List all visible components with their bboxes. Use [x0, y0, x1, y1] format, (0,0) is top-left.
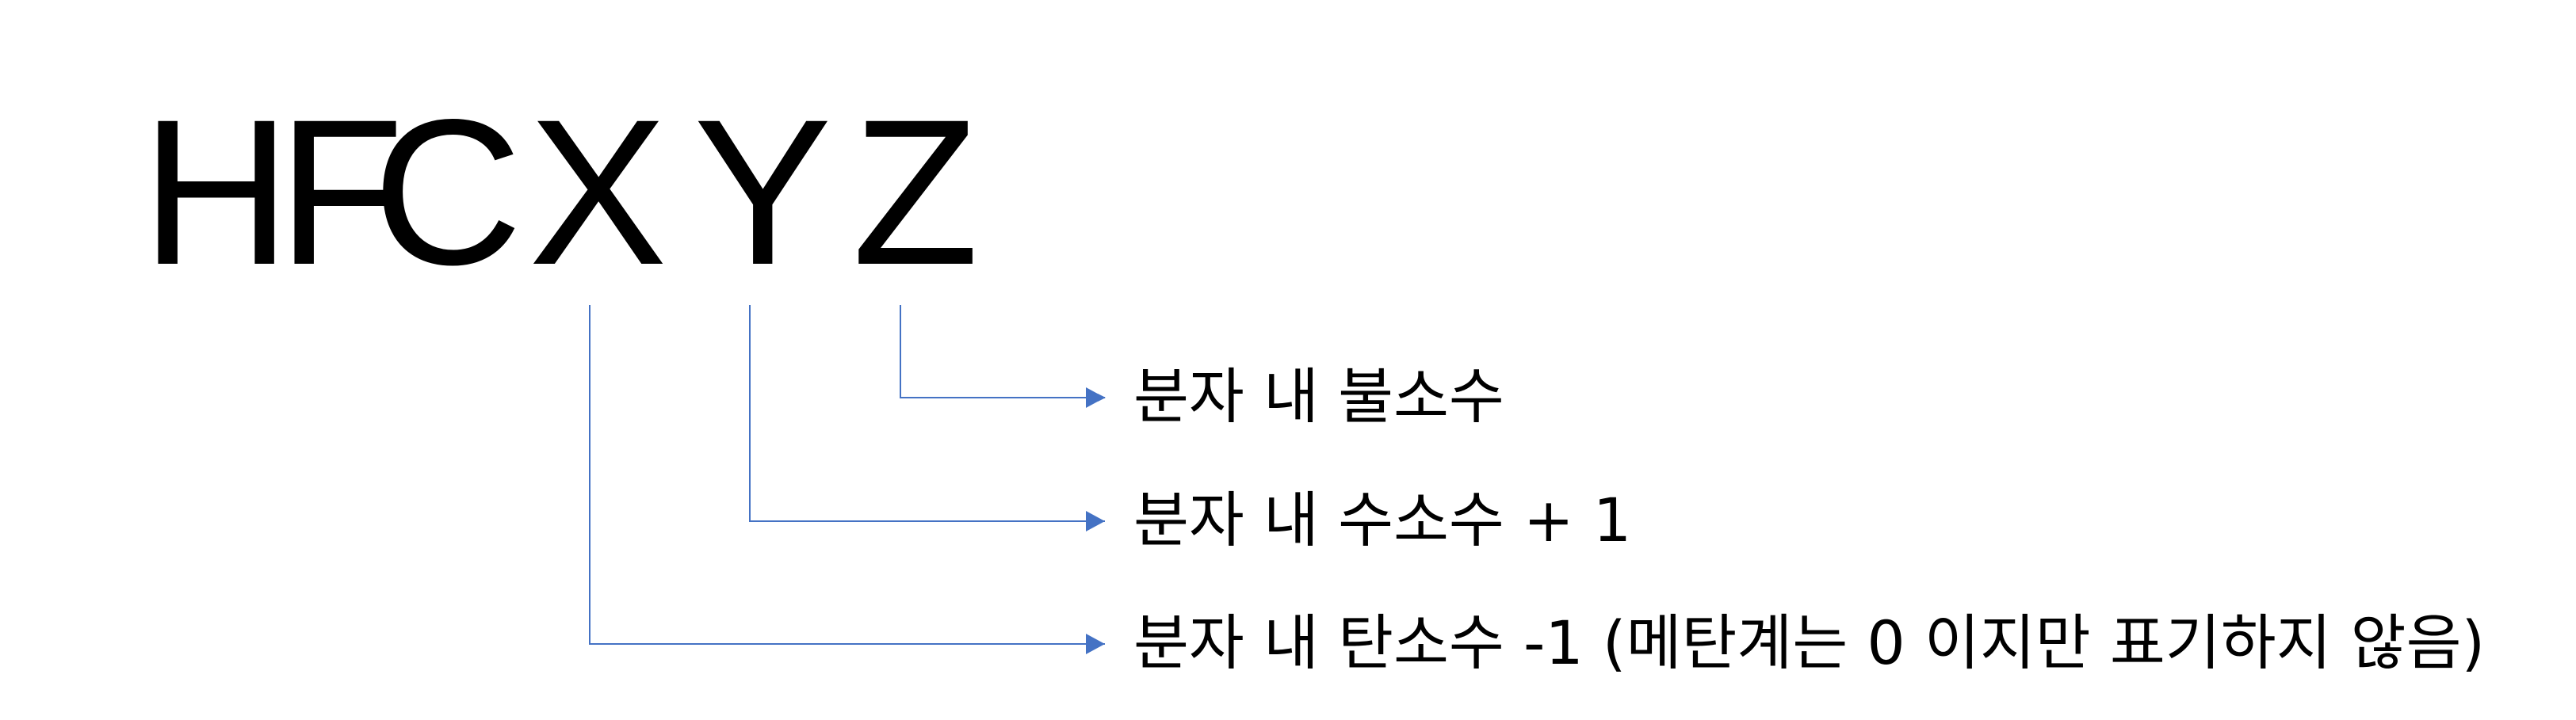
- formula-letter-c: C: [373, 76, 523, 308]
- label-hydrogen-count: 분자 내 수소수 + 1: [1133, 485, 1632, 555]
- formula-letter-h: H: [141, 76, 292, 308]
- label-fluorine-count: 분자 내 불소수: [1133, 361, 1504, 432]
- arrowhead-x-icon: [1086, 634, 1105, 654]
- arrowhead-z-icon: [1086, 387, 1105, 408]
- arrowhead-y-icon: [1086, 511, 1105, 531]
- connector-z: [900, 305, 1106, 402]
- connector-y: [749, 305, 1105, 522]
- formula-letter-z: Z: [852, 76, 980, 308]
- connector-x: [589, 305, 1105, 645]
- formula-letter-x: X: [529, 76, 667, 308]
- label-carbon-count: 분자 내 탄소수 -1 (메탄계는 0 이지만 표기하지 않음): [1133, 608, 2486, 678]
- formula-letter-f: F: [277, 76, 405, 308]
- formula-letter-y: Y: [694, 76, 832, 308]
